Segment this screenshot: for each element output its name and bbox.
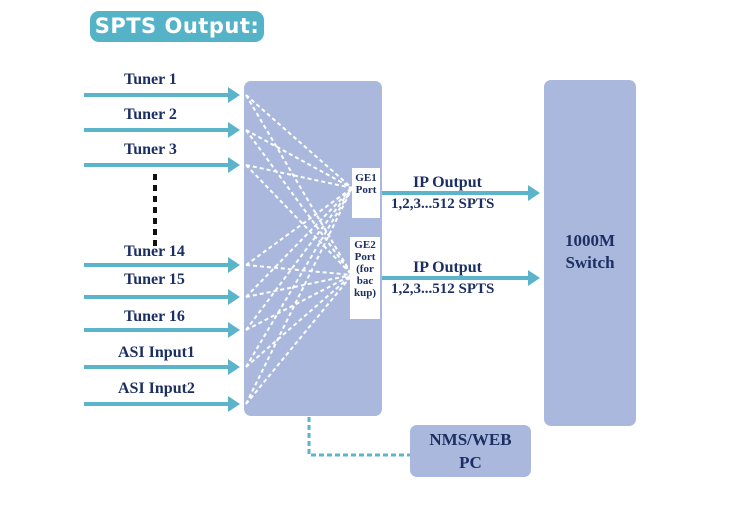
ge1-port-label: GE1 Port [355, 172, 377, 196]
input-label-tuner-15: Tuner 15 [124, 271, 185, 288]
nms-connection [307, 417, 410, 457]
input-label-tuner-3: Tuner 3 [124, 141, 177, 158]
switch-box [544, 80, 636, 426]
switch-label: 1000M Switch [544, 230, 636, 274]
input-label-asi-1: ASI Input1 [118, 344, 195, 361]
nms-box [410, 425, 531, 477]
input-label-tuner-14: Tuner 14 [124, 243, 185, 260]
switch-label-line1: 1000M [564, 231, 616, 250]
nms-label-line2: PC [459, 453, 482, 472]
output-1-title: IP Output [413, 174, 482, 191]
output-2-title: IP Output [413, 259, 482, 276]
input-label-asi-2: ASI Input2 [118, 380, 195, 397]
switch-label-line2: Switch [565, 253, 615, 272]
ge2-port: GE2 Port (for bac kup) [350, 237, 380, 319]
input-label-tuner-2: Tuner 2 [124, 106, 177, 123]
ge2-port-label: GE2 Port (for bac kup) [353, 239, 377, 299]
input-label-tuner-16: Tuner 16 [124, 308, 185, 325]
input-label-tuner-1: Tuner 1 [124, 71, 177, 88]
ge1-port: GE1 Port [352, 168, 380, 218]
nms-label: NMS/WEB PC [410, 428, 531, 474]
output-1-sub: 1,2,3...512 SPTS [391, 196, 495, 212]
output-2-sub: 1,2,3...512 SPTS [391, 281, 495, 297]
title-badge: SPTS Output: [90, 11, 264, 42]
nms-label-line1: NMS/WEB [429, 430, 512, 449]
